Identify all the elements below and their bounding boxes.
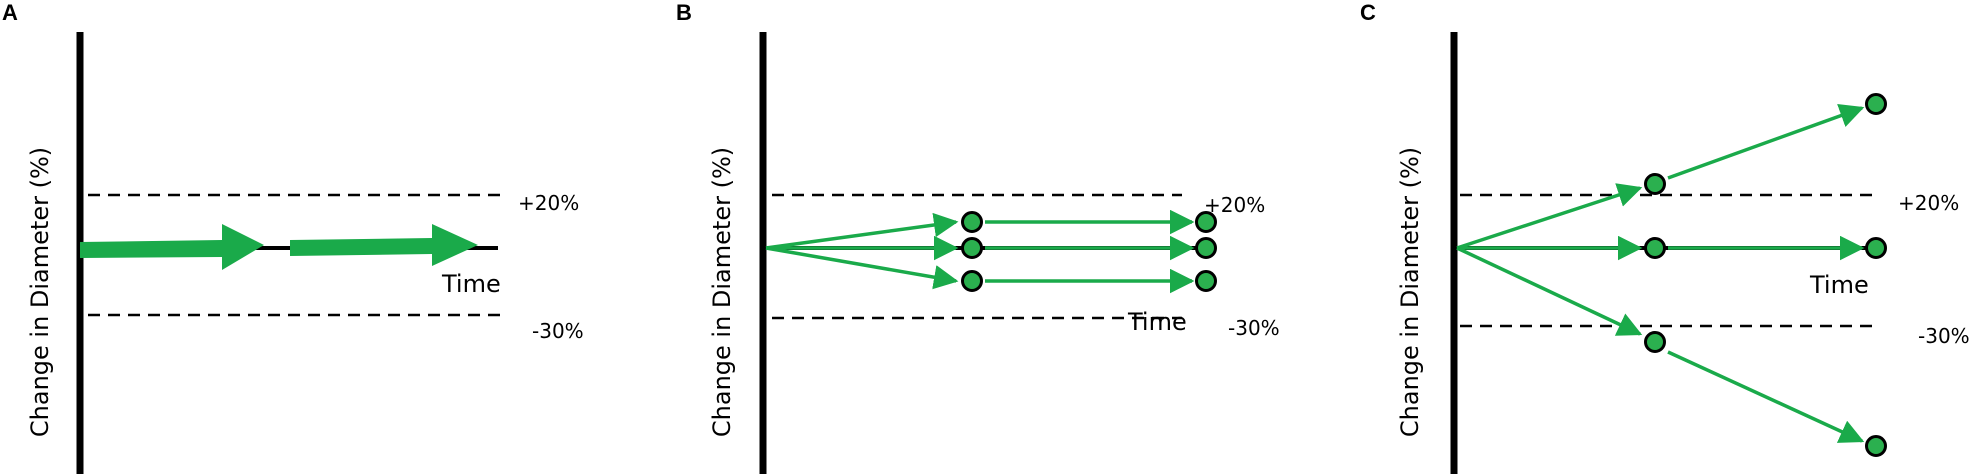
stable-arrow-1 [80,224,264,270]
node [961,237,983,259]
lower-threshold-label: -30% [1228,316,1280,340]
upper-threshold-label: +20% [1898,191,1959,215]
x-axis-label: Time [1127,308,1187,336]
arrow-up-seg1 [1456,183,1643,250]
y-axis-label: Change in Diameter (%) [1396,147,1424,437]
node [961,270,983,292]
panel-b: B Change in Diameter (%) +20% -30% Time [676,0,1280,474]
upper-threshold-label: +20% [1204,193,1265,217]
panel-c: C Change in Diameter (%) +20% -30% Time [1360,0,1970,474]
panel-a: A Change in Diameter (%) +20% -30% Time [2,0,584,474]
node [1195,211,1217,233]
node [1195,237,1217,259]
y-axis-label: Change in Diameter (%) [708,147,736,437]
panel-letter-b: B [676,0,692,25]
node [1644,331,1666,353]
arrow-up-seg2 [1667,103,1865,180]
x-axis-label: Time [1809,271,1869,299]
x-axis-label: Time [441,270,501,298]
arrow-down-seg2 [1667,350,1865,443]
node [1865,237,1887,259]
node [1865,435,1887,457]
arrow-down-seg1 [1456,246,1643,336]
node [1644,237,1666,259]
stable-arrow-2 [290,224,478,266]
arrow-up-seg1 [765,212,959,250]
y-axis-label: Change in Diameter (%) [26,147,54,437]
node [961,211,983,233]
panel-letter-c: C [1360,0,1376,25]
node [1865,93,1887,115]
node [1195,270,1217,292]
node [1644,173,1666,195]
panel-letter-a: A [2,0,18,25]
upper-threshold-label: +20% [518,191,579,215]
arrow-down-seg1 [765,246,959,290]
lower-threshold-label: -30% [532,319,584,343]
lower-threshold-label: -30% [1918,324,1970,348]
